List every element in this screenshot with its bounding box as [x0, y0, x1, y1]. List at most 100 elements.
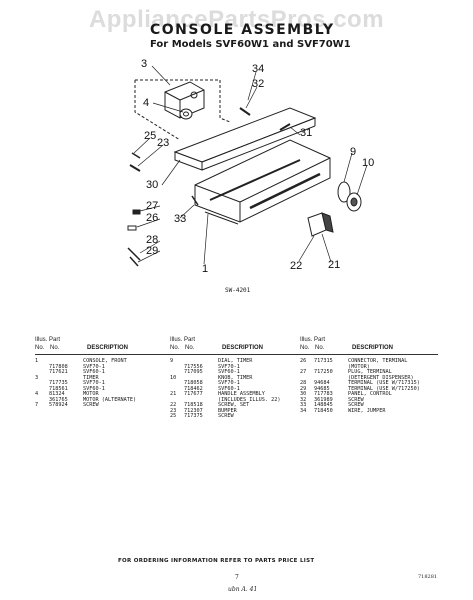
header-illus-part: Illus. Part: [170, 337, 196, 343]
header-rule: [170, 354, 308, 355]
page-subtitle: For Models SVF60W1 and SVF70W1: [150, 39, 351, 50]
description-cell: MOTOR (ALTERNATE): [83, 396, 137, 403]
illus-no-cell: 23: [170, 407, 177, 414]
table-header: Illus. Part No. No. DESCRIPTION: [35, 337, 185, 354]
part-no-cell: 578924: [49, 402, 68, 408]
description-cell: SCREW: [348, 396, 364, 403]
illus-no-cell: 30: [300, 391, 307, 397]
callout-25: 25: [144, 130, 156, 142]
illus-no-cell: 34: [300, 407, 307, 414]
illus-no-cell: 9: [170, 358, 174, 364]
description-cell: WIRE, JUMPER: [348, 407, 386, 414]
table-row: 718462 SVF60-1: [170, 385, 320, 393]
description-cell: SCREW, SET: [218, 402, 250, 408]
illus-no-cell: 26: [300, 358, 307, 364]
part-no-cell: 148845: [314, 402, 333, 408]
callout-29: 29: [146, 245, 158, 257]
callout-32: 32: [252, 78, 264, 90]
part-no-cell: 717783: [314, 391, 333, 397]
table-row: 26 717315 CONNECTOR, TERMINAL: [300, 358, 450, 365]
description-cell: HANDLE ASSEMBLY: [218, 391, 265, 397]
part-no-cell: 81324: [49, 391, 65, 397]
part-no-cell: 717677: [184, 391, 203, 397]
table-row: 30 717783 PANEL, CONTROL: [300, 391, 450, 398]
callout-33: 33: [174, 213, 186, 225]
callout-26: 26: [146, 212, 158, 224]
screw-25-part: [131, 152, 141, 159]
callout-9: 9: [350, 146, 356, 158]
header-no: No.: [300, 345, 310, 351]
header-illus-part: Illus. Part: [35, 337, 61, 343]
illus-no-cell: 21: [170, 391, 177, 397]
callout-1: 1: [202, 263, 208, 275]
part-no-cell: 718450: [314, 407, 333, 414]
publication-number: 718281: [418, 574, 438, 580]
description-cell: SVF60-1: [218, 385, 240, 392]
table-row: (INCLUDES ILLUS. 22): [170, 397, 320, 404]
console-front-part: [194, 139, 331, 225]
description-cell: TERMINAL (USE W/717250): [348, 385, 420, 392]
description-cell: SCREW: [218, 413, 234, 419]
part-no-cell: 361989: [314, 396, 333, 403]
part-no-cell: 717250: [314, 369, 333, 375]
description-cell: KNOB, TIMER: [218, 374, 253, 381]
screw-32-part: [239, 107, 251, 116]
bumper-23-part: [129, 164, 141, 172]
description-cell: PANEL, CONTROL: [348, 391, 392, 397]
control-panel-part: [173, 107, 317, 171]
callout-34: 34: [252, 63, 264, 75]
description-cell: SVF70-1: [218, 363, 240, 370]
header-rule: [35, 354, 173, 355]
description-cell: SVF70-1: [83, 380, 105, 386]
description-cell: CONSOLE, FRONT: [83, 358, 127, 364]
description-cell: CONNECTOR, TERMINAL: [348, 358, 408, 364]
illus-no-cell: 3: [35, 374, 39, 381]
illus-no-cell: 27: [300, 369, 307, 375]
callout-30: 30: [146, 179, 158, 191]
header-rule: [300, 354, 438, 355]
drawing-number: SW-4201: [225, 287, 251, 294]
callout-23: 23: [157, 137, 169, 149]
page-number: 7: [235, 574, 239, 581]
parts-column-3: Illus. Part No. No. DESCRIPTION 26 717315…: [300, 337, 450, 414]
header-illus-part: Illus. Part: [300, 337, 326, 343]
part-no-cell: 717375: [184, 413, 203, 419]
motor-part: [179, 108, 193, 120]
part-no-cell: 718462: [184, 385, 203, 392]
description-cell: TIMER: [83, 374, 99, 381]
illus-no-cell: 10: [170, 374, 177, 381]
illus-no-cell: 7: [35, 402, 39, 408]
callout-4: 4: [143, 97, 149, 109]
header-no: No.: [315, 345, 325, 351]
table-header: Illus. Part No. No. DESCRIPTION: [300, 337, 450, 354]
part-no-cell: 717315: [314, 358, 333, 364]
illus-no-cell: 32: [300, 396, 307, 403]
part-no-cell: 717735: [49, 380, 68, 386]
screw-33-part: [191, 195, 199, 206]
timer-knob-part: [346, 192, 362, 212]
header-no: No.: [35, 345, 45, 351]
illus-no-cell: 22: [170, 402, 177, 408]
illus-no-cell: 29: [300, 385, 307, 392]
header-no: No.: [185, 345, 195, 351]
exploded-diagram: 3 4 34 32 25 23 31 30 9 10 27 26 33 28 2…: [127, 58, 374, 275]
callout-21: 21: [328, 259, 340, 271]
illus-no-cell: 1: [35, 358, 39, 364]
header-no: No.: [170, 345, 180, 351]
description-cell: SVF70-1: [218, 380, 240, 386]
description-cell: MOTOR: [83, 391, 99, 397]
description-cell: (MOTOR): [348, 363, 370, 370]
table-row: 10 KNOB, TIMER: [170, 374, 320, 382]
parts-column-1: Illus. Part No. No. DESCRIPTION 1 CONSOLE…: [35, 337, 185, 409]
page-title: CONSOLE ASSEMBLY: [150, 22, 335, 38]
screw-31-part: [279, 123, 291, 131]
callout-3: 3: [141, 58, 147, 70]
